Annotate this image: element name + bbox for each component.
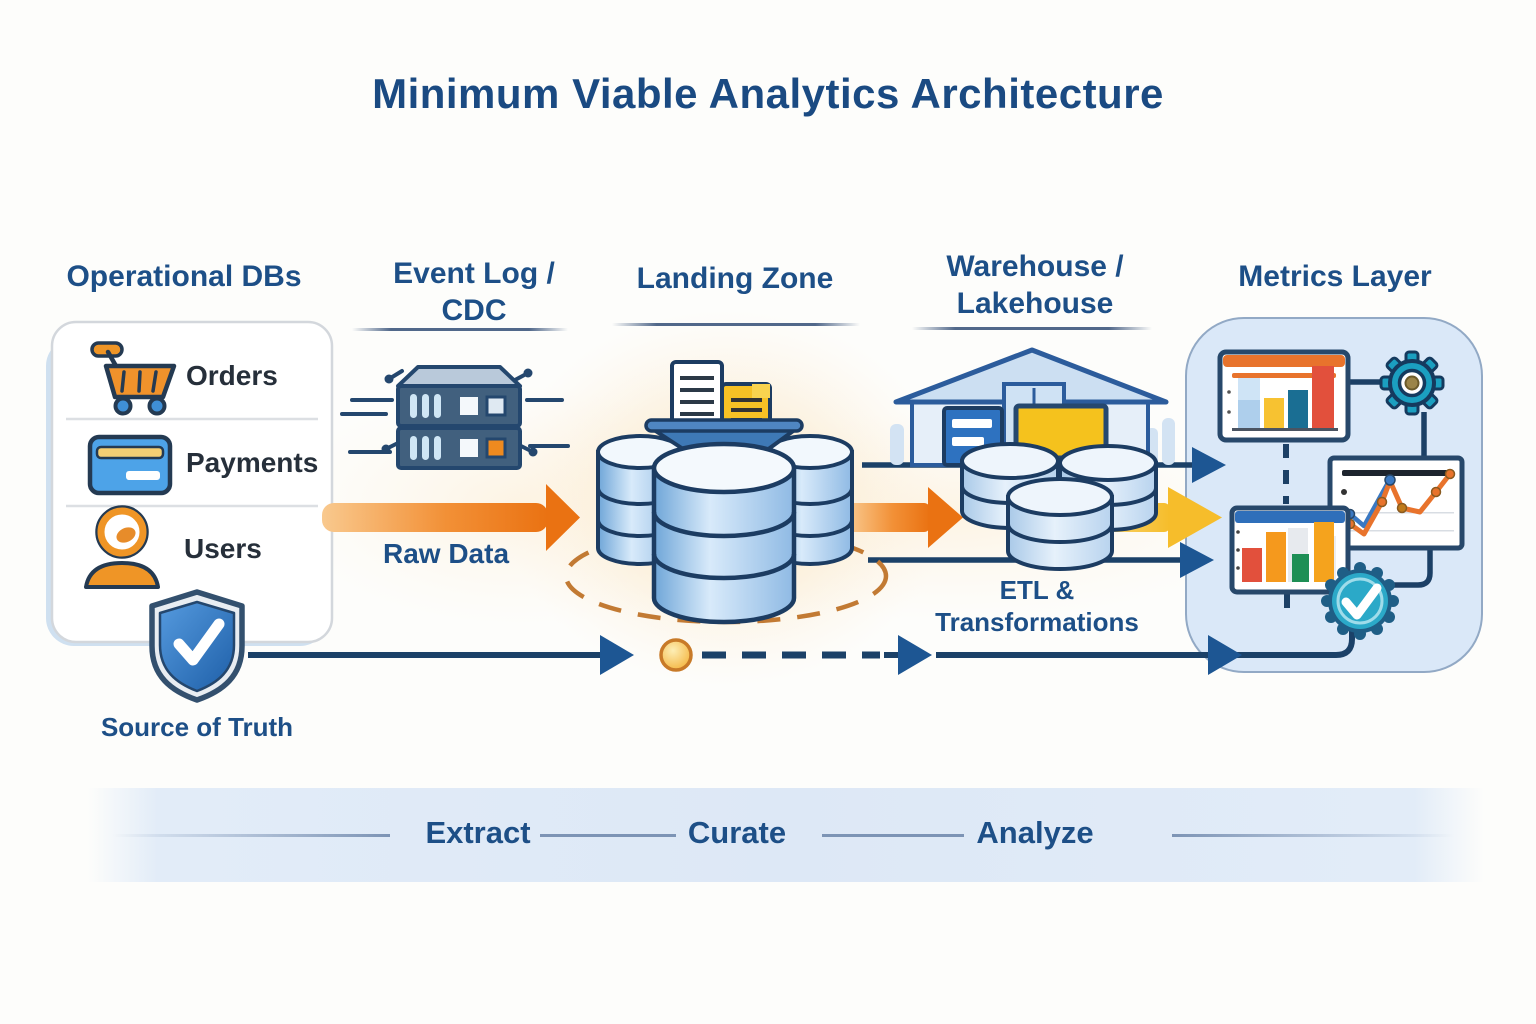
heading-underline xyxy=(612,323,860,326)
heading-line: Lakehouse xyxy=(956,287,1114,320)
metrics-connectors xyxy=(1283,379,1433,612)
bar-chart-dashboard-icon xyxy=(1217,349,1351,443)
user-icon xyxy=(84,505,160,589)
database-cylinder-icon xyxy=(651,441,797,625)
gear-icon xyxy=(1379,350,1445,416)
stage-label-analyze: Analyze xyxy=(976,815,1094,850)
etl-transformations-label: ETL & Transformations xyxy=(918,574,1156,638)
shield-check-icon xyxy=(149,589,245,703)
warehouse-icon xyxy=(890,347,1175,571)
heading-line: Event Log / xyxy=(393,257,555,290)
stage-label-curate: Curate xyxy=(687,815,787,850)
heading-underline xyxy=(352,328,568,331)
check-badge-icon xyxy=(1321,562,1399,640)
heading-line: Operational DBs xyxy=(66,260,302,293)
source-of-truth-label: Source of Truth xyxy=(100,712,294,742)
raw-data-arrow xyxy=(322,484,580,551)
server-icon xyxy=(340,365,570,470)
db-row-label-users: Users xyxy=(184,533,262,564)
shopping-cart-icon xyxy=(90,341,177,416)
flow-dot-icon xyxy=(659,638,693,672)
landing-zone-group xyxy=(563,360,889,625)
etl-label-line: Transformations xyxy=(935,607,1139,637)
column-heading-metrics-layer: Metrics Layer xyxy=(1210,258,1460,295)
pipeline-flow xyxy=(248,630,1355,675)
heading-underline xyxy=(912,327,1152,330)
column-heading-warehouse-lakehouse: Warehouse / Lakehouse xyxy=(915,248,1155,322)
stage-connector-line xyxy=(540,834,676,837)
page-title: Minimum Viable Analytics Architecture xyxy=(372,70,1164,117)
bar-chart-dashboard-icon xyxy=(1229,505,1351,595)
heading-line: Landing Zone xyxy=(636,262,834,295)
stage-label-extract: Extract xyxy=(425,815,531,850)
column-heading-landing-zone: Landing Zone xyxy=(610,260,860,297)
stage-connector-line xyxy=(822,834,964,837)
credit-card-icon xyxy=(87,434,173,496)
db-row-label-orders: Orders xyxy=(186,360,278,391)
heading-line: CDC xyxy=(441,294,507,327)
document-icon xyxy=(670,360,724,430)
stage-connector-line xyxy=(1172,834,1454,837)
etl-label-line: ETL & xyxy=(999,575,1075,605)
database-cylinder-icon xyxy=(1006,477,1114,571)
db-row-label-payments: Payments xyxy=(186,447,319,478)
column-heading-event-log-cdc: Event Log / CDC xyxy=(354,255,594,329)
landing-to-warehouse-arrow xyxy=(848,487,963,548)
heading-line: Metrics Layer xyxy=(1238,260,1432,293)
stage-connector-line xyxy=(112,834,390,837)
heading-line: Warehouse / xyxy=(946,250,1124,283)
raw-data-label: Raw Data xyxy=(382,538,510,569)
column-heading-operational-dbs: Operational DBs xyxy=(38,258,330,295)
